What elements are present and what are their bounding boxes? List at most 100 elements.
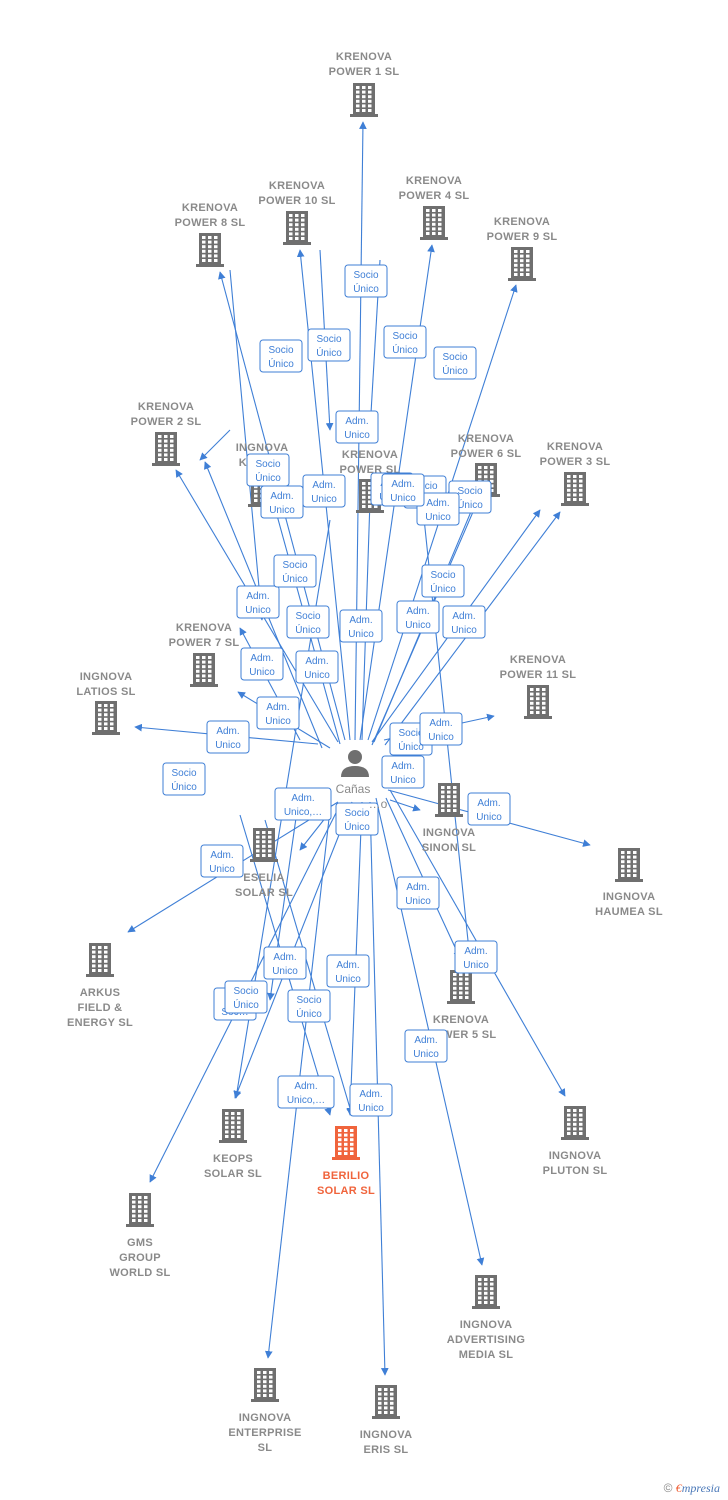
company-name-line: KRENOVA (433, 1014, 489, 1026)
edge-label-text: Unico (451, 625, 477, 636)
edge-label-5: Adm.Unico (335, 410, 379, 444)
edge-label-text: Unico (265, 716, 291, 727)
company-name-line: POWER 11 SL (500, 669, 577, 681)
edge-label-text: Unico (405, 896, 431, 907)
edge-label-text: Socio (282, 560, 307, 571)
building-icon (561, 472, 589, 506)
company-name-line: KRENOVA (138, 401, 194, 413)
edge-label-17: Adm.Unico (240, 647, 284, 681)
company-name-line: POWER 4 SL (399, 190, 470, 202)
company-name-line: POWER 7 SL (169, 637, 240, 649)
edge-label-21: Adm.Unico (416, 492, 460, 526)
edge-label-text: Adm. (250, 653, 273, 664)
edge-label-text: Unico (390, 775, 416, 786)
company-name-line: POWER 9 SL (487, 231, 558, 243)
edge-label-text: Único (457, 498, 483, 511)
edge-label-text: Unico (245, 605, 271, 616)
company-name-line: ERIS SL (364, 1444, 409, 1456)
edge-label-text: Adm. (391, 761, 414, 772)
edge-label-text: Único (268, 357, 294, 370)
edge-label-text: Adm. (406, 606, 429, 617)
edge-label-text: Socio (316, 334, 341, 345)
edge-label-text: Unico (344, 430, 370, 441)
edge-label-42: Adm.Unico (381, 473, 425, 507)
company-name-line: KRENOVA (458, 433, 514, 445)
edge-label-text: Adm. (312, 480, 335, 491)
building-icon (472, 1275, 500, 1309)
edge-label-text: Unico (463, 960, 489, 971)
building-icon (350, 83, 378, 117)
company-name-line: FIELD & (78, 1002, 123, 1014)
company-name-line: ADVERTISING (447, 1334, 525, 1346)
brand-logo[interactable]: €mpresia (675, 1481, 720, 1495)
company-name-line: ENERGY SL (67, 1017, 133, 1029)
building-icon (447, 970, 475, 1004)
company-name-line: KRENOVA (182, 202, 238, 214)
edge-label-text: Socio (412, 481, 437, 492)
building-icon (283, 211, 311, 245)
company-node-krenova-power-7[interactable]: KRENOVA POWER 7 SL (169, 622, 240, 687)
edge-label-32: Adm.Unico (396, 876, 440, 910)
edge-label-text: Adm. (429, 718, 452, 729)
edge-labels-layer: SocioÚnicoSocioÚnicoSocioÚnicoSocioÚnico… (162, 264, 511, 1117)
edge-label-text: Adm. (359, 1089, 382, 1100)
edge-label-text: Unico (348, 629, 374, 640)
person-name-line1: Cañas (336, 782, 371, 796)
company-name-line: KRENOVA (406, 175, 462, 187)
company-name-line: BERILIO (323, 1170, 370, 1182)
company-name-line: WORLD SL (109, 1267, 170, 1279)
company-name-line: KRENOVA (176, 622, 232, 634)
edge-label-text: Socio (296, 995, 321, 1006)
edge-label-text: Adm. (266, 702, 289, 713)
person-node[interactable]: Cañas …o (336, 750, 388, 811)
company-name-line: GROUP (119, 1252, 161, 1264)
edge-label-text: Unico (476, 812, 502, 823)
edge-label-14: Adm.Unico (339, 609, 383, 643)
building-icon (435, 783, 463, 817)
building-icon (372, 1385, 400, 1419)
company-name-line: KEOPS (213, 1153, 253, 1165)
edge-label-text: Único (442, 364, 468, 377)
edge-label-text: Único (316, 346, 342, 359)
edge-label-text: Unico (311, 494, 337, 505)
person-icon (341, 750, 369, 777)
edge-label-text: Socio (171, 768, 196, 779)
edge-label-39: Adm.Unico,… (277, 1075, 335, 1109)
edge-label-8: Adm.Unico (260, 485, 304, 519)
building-icon (196, 233, 224, 267)
company-node-krenova-power-4[interactable]: KRENOVA POWER 4 SL (399, 175, 470, 240)
edge-label-text: Socio (353, 270, 378, 281)
edge-label-15: Adm.Unico (396, 600, 440, 634)
edge-line-17 (389, 799, 421, 812)
edge-label-16: Adm.Unico (442, 605, 486, 639)
edge-label-text: Socio (430, 570, 455, 581)
edge-label-text: Unico (272, 966, 298, 977)
